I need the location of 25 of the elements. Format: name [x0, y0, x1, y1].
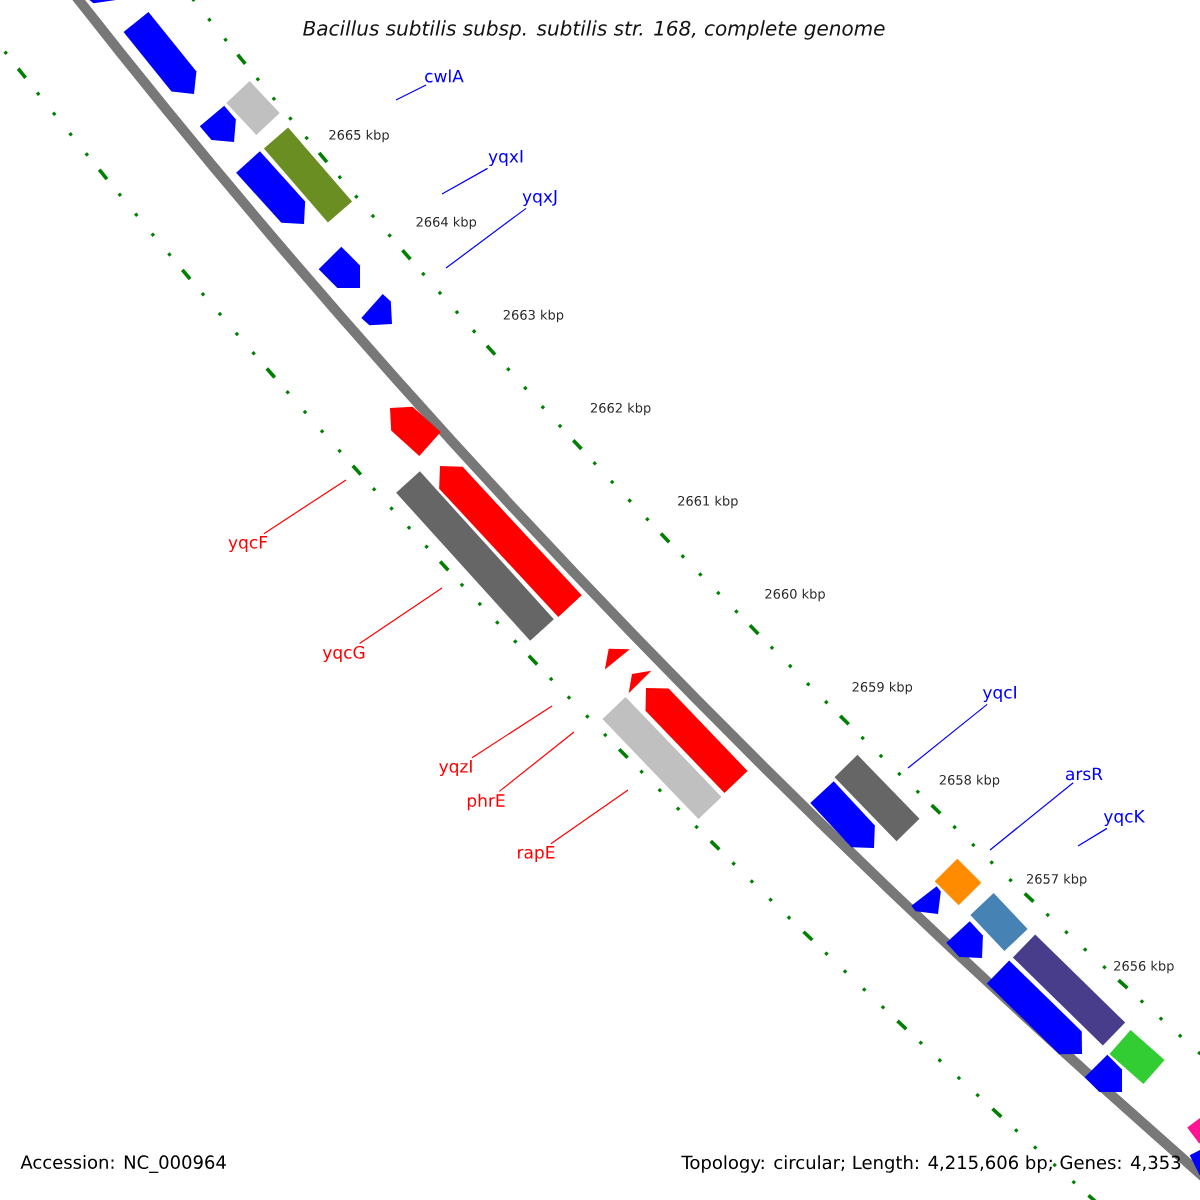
leader-line [445, 207, 527, 269]
gene-label: yqcG [322, 645, 365, 663]
gene-label: arsR [1066, 767, 1103, 781]
leader-line [1077, 827, 1108, 847]
gene-label: yqcF [228, 536, 267, 552]
leader-line [498, 731, 575, 792]
gene-label: yqzI [439, 760, 472, 776]
gene-label: yqcI [982, 686, 1016, 702]
leader-line [263, 479, 347, 535]
gene-label: yqcK [1103, 810, 1146, 826]
gene-label: rapE [518, 846, 555, 862]
leader-line [550, 789, 629, 845]
leader-line [989, 782, 1074, 851]
footer-text: Accession: NC_000964 [20, 1155, 226, 1173]
leader-line [395, 84, 427, 101]
leader-line [441, 167, 489, 195]
gene-label: yqxI [488, 150, 523, 166]
footer-text: Topology: circular; Length: 4,215,606 bp; Genes: 4,353 [681, 1155, 1181, 1173]
leader-line [471, 705, 553, 759]
leader-line [358, 587, 443, 645]
gene-label: phrE [467, 793, 505, 811]
gene-label: cwlA [425, 69, 464, 83]
gene-label: yqxJ [522, 190, 557, 206]
leader-line [907, 703, 988, 769]
title: Bacillus subtilis subsp. subtilis str. 168, complete genome [303, 20, 885, 40]
